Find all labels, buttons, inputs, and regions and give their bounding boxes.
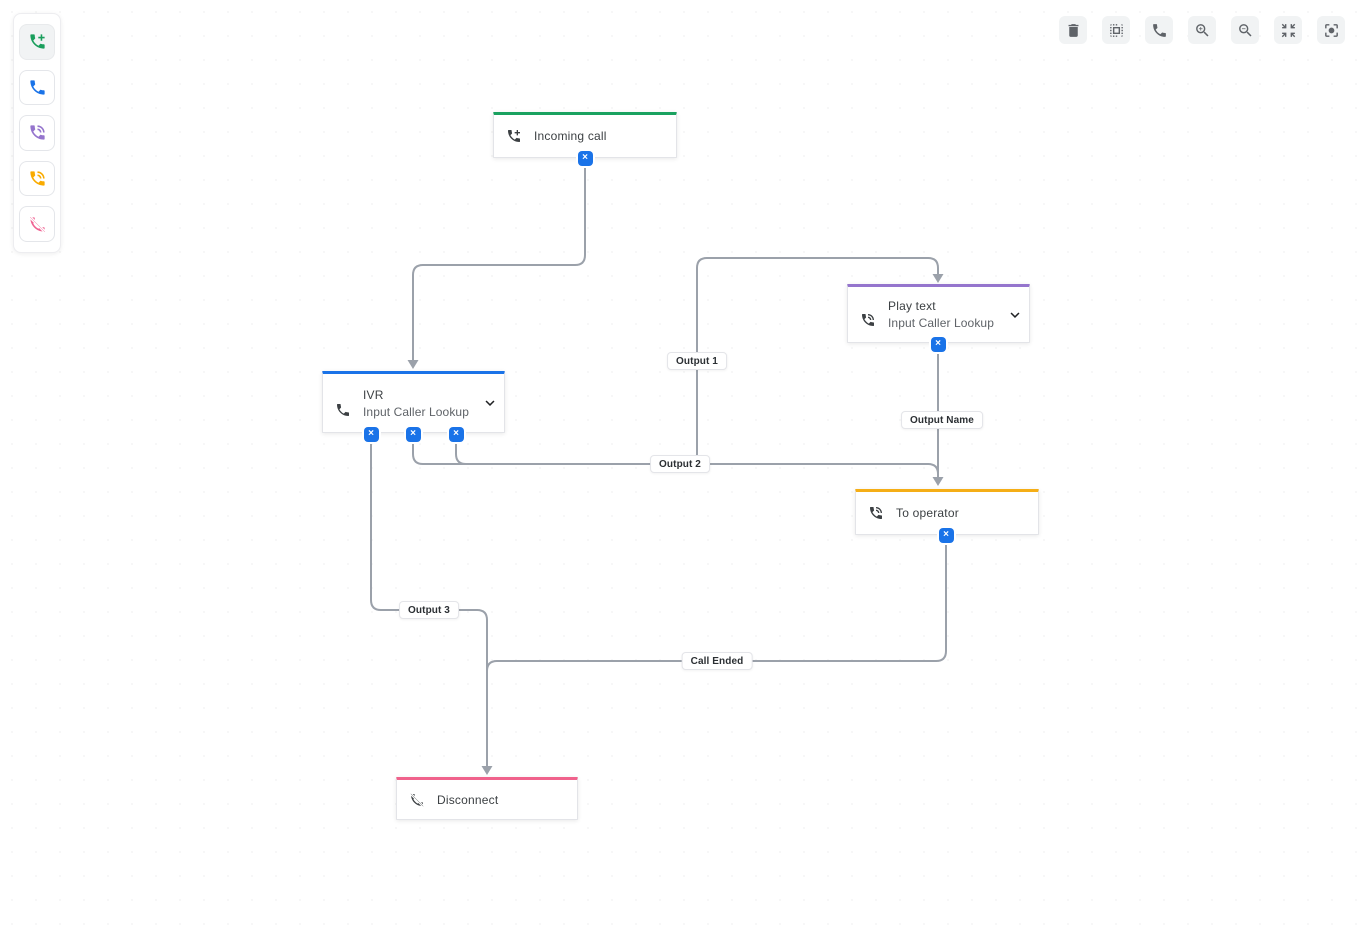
palette-disconnect-button[interactable] bbox=[19, 206, 55, 242]
node-title: To operator bbox=[896, 506, 959, 520]
palette-to-operator-button[interactable] bbox=[19, 160, 55, 197]
arrowhead bbox=[932, 477, 944, 486]
zoom-out-button[interactable] bbox=[1231, 16, 1259, 44]
canvas-toolbar bbox=[1059, 16, 1345, 44]
port-badge-incoming-output[interactable]: × bbox=[577, 150, 593, 166]
edge-label-output-2: Output 2 bbox=[650, 455, 710, 473]
port-badge-playtext-output[interactable]: × bbox=[930, 336, 946, 352]
phone-disabled-icon bbox=[409, 792, 425, 808]
chevron-down-icon[interactable] bbox=[481, 394, 499, 412]
phone-disabled-icon bbox=[28, 215, 47, 234]
add-call-icon bbox=[28, 32, 47, 51]
node-title: IVR bbox=[363, 387, 384, 402]
chevron-down-icon[interactable] bbox=[1006, 306, 1024, 324]
palette-call-button[interactable] bbox=[19, 69, 55, 106]
edge-incoming-to-ivr bbox=[412, 166, 586, 363]
node-title: Play text bbox=[888, 299, 936, 313]
call-icon bbox=[335, 402, 351, 418]
palette-play-text-button[interactable] bbox=[19, 115, 55, 151]
node-subtitle: Input Caller Lookup bbox=[888, 316, 994, 330]
zoom-to-fit-button[interactable] bbox=[1274, 16, 1302, 44]
zoom-in-icon bbox=[1194, 22, 1211, 39]
arrowhead bbox=[932, 274, 944, 283]
port-badge-ivr-output-3[interactable]: × bbox=[448, 426, 464, 442]
arrowhead bbox=[407, 360, 419, 369]
center-focus-button[interactable] bbox=[1317, 16, 1345, 44]
delete-button[interactable] bbox=[1059, 16, 1087, 44]
add-call-icon bbox=[506, 128, 522, 144]
node-disconnect[interactable]: Disconnect bbox=[396, 777, 578, 820]
node-title: Disconnect bbox=[437, 792, 499, 807]
port-badge-ivr-output-1[interactable]: × bbox=[363, 426, 379, 442]
edge-label-output-name: Output Name bbox=[901, 411, 983, 429]
delete-icon bbox=[1065, 22, 1082, 39]
node-ivr[interactable]: IVR Input Caller Lookup bbox=[322, 371, 505, 433]
phone-in-talk-icon bbox=[28, 123, 47, 142]
palette-add-call-button[interactable] bbox=[19, 24, 55, 60]
port-badge-ivr-output-2[interactable]: × bbox=[405, 426, 421, 442]
select-all-button[interactable] bbox=[1102, 16, 1130, 44]
call-test-button[interactable] bbox=[1145, 16, 1173, 44]
phone-in-talk-icon bbox=[860, 312, 876, 328]
zoom-to-fit-icon bbox=[1280, 22, 1297, 39]
arrowhead bbox=[481, 766, 493, 775]
call-icon bbox=[1151, 22, 1168, 39]
node-palette bbox=[13, 13, 61, 253]
edge-label-output-1: Output 1 bbox=[667, 352, 727, 370]
node-to-operator[interactable]: To operator bbox=[855, 489, 1039, 535]
phone-forward-icon bbox=[28, 169, 47, 188]
node-play-text[interactable]: Play text Input Caller Lookup bbox=[847, 284, 1030, 343]
phone-in-talk-icon bbox=[868, 505, 884, 521]
zoom-out-icon bbox=[1237, 22, 1254, 39]
edge-label-output-3: Output 3 bbox=[399, 601, 459, 619]
port-badge-operator-output[interactable]: × bbox=[938, 527, 954, 543]
center-focus-icon bbox=[1323, 22, 1340, 39]
select-all-icon bbox=[1108, 22, 1125, 39]
zoom-in-button[interactable] bbox=[1188, 16, 1216, 44]
node-title: Incoming call bbox=[534, 129, 607, 143]
edge-label-call-ended: Call Ended bbox=[681, 652, 753, 670]
node-subtitle: Input Caller Lookup bbox=[363, 404, 469, 419]
call-icon bbox=[28, 78, 47, 97]
